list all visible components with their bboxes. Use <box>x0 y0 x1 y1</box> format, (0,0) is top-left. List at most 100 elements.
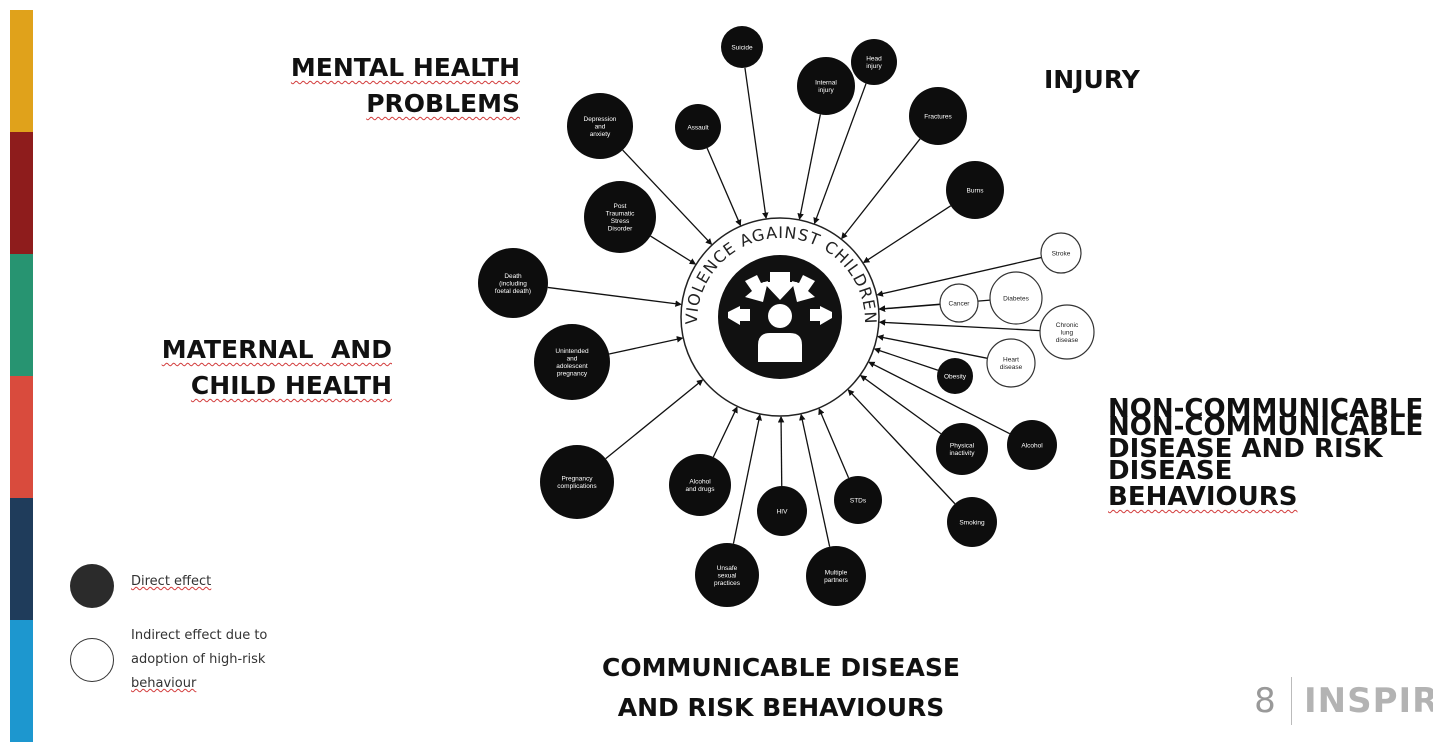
connector-lines <box>547 67 1042 547</box>
direct-effect-circle <box>757 486 807 536</box>
connector-smoking <box>847 389 956 505</box>
node-label: Assault <box>687 124 709 131</box>
direct-effect-circle <box>567 93 633 159</box>
connector-stroke <box>876 256 1042 297</box>
stripe-segment <box>10 620 33 742</box>
heading-mental-health: MENTAL HEALTH PROBLEMS <box>250 50 520 122</box>
heading-maternal-child-health: MATERNAL AND CHILD HEALTH <box>130 332 392 404</box>
direct-effect-circle <box>721 26 763 68</box>
heading-line: NON-COMMUNICABLE <box>1108 412 1424 442</box>
direct-effect-circle <box>584 181 656 253</box>
connector-obesity <box>873 347 939 371</box>
color-stripe <box>10 10 33 742</box>
heading-line: PROBLEMS <box>366 89 520 118</box>
heading-line: MATERNAL AND <box>161 335 392 364</box>
heading-line: INJURY <box>1044 65 1140 94</box>
connector-alcohol <box>868 361 1011 435</box>
connector-chronic-lung-disease <box>878 319 1041 332</box>
direct-effect-circle <box>675 104 721 150</box>
connector-unsafe-sexual-practices <box>732 413 762 544</box>
node-stds: STDs <box>834 476 882 524</box>
node-label: Burns <box>967 187 985 194</box>
connector-ptsd <box>650 235 697 265</box>
direct-effect-circle <box>797 57 855 115</box>
legend-indirect-line: behaviour <box>131 676 197 691</box>
footer-divider <box>1291 677 1292 725</box>
heading-injury: INJURY <box>1044 62 1140 98</box>
heading-line: BEHAVIOURS <box>1108 482 1298 512</box>
connector-stds <box>818 407 850 479</box>
connector-alcohol-and-drugs <box>712 406 738 458</box>
legend: Direct effect Indirect effect due to ado… <box>70 560 330 700</box>
heading-line: DISEASE AND RISK <box>1108 434 1383 464</box>
legend-indirect-line: Indirect effect due to <box>131 628 268 643</box>
stripe-segment <box>10 10 33 132</box>
direct-effect-circle <box>669 454 731 516</box>
legend-indirect-line: adoption of high-risk <box>131 652 266 667</box>
page-number: 8 <box>1254 681 1276 721</box>
node-suicide: Suicide <box>721 26 763 68</box>
connector-death <box>547 286 682 307</box>
indirect-effect-circle <box>1040 232 1082 274</box>
node-alcohol: Alcohol <box>1007 420 1057 470</box>
heading-communicable: COMMUNICABLE DISEASE AND RISK BEHAVIOURS <box>596 648 966 728</box>
stripe-segment <box>10 254 33 376</box>
connector-head-injury <box>813 83 867 225</box>
connector-assault <box>706 147 742 227</box>
node-hiv: HIV <box>757 486 807 536</box>
heading-non-communicable: NON-COMMUNICABLE NON-COMMUNICABLE DISEAS… <box>1108 394 1424 512</box>
connector-suicide <box>744 67 769 220</box>
node-label: Smoking <box>959 519 985 526</box>
heading-line: AND RISK BEHAVIOURS <box>617 693 945 722</box>
connector-depression <box>622 149 713 246</box>
direct-effect-circle <box>937 358 973 394</box>
node-label: Fractures <box>924 113 952 120</box>
legend-direct-label: Direct effect <box>131 574 212 589</box>
connector-heart-disease <box>877 334 988 359</box>
stripe-segment <box>10 376 33 498</box>
heading-line: CHILD HEALTH <box>190 371 392 400</box>
direct-effect-circle <box>695 543 759 607</box>
node-stroke: Stroke <box>1040 232 1082 274</box>
direct-effect-dot-icon <box>70 564 114 608</box>
footer: 8 INSPIR <box>1245 676 1433 726</box>
indirect-effect-circle <box>989 271 1043 325</box>
direct-effect-circle <box>478 248 548 318</box>
connector-multiple-partners <box>799 413 831 547</box>
connector-unintended-pregnancy <box>609 336 684 355</box>
node-label: Suicide <box>731 44 753 51</box>
stripe-segment <box>10 498 33 620</box>
node-obesity: Obesity <box>937 358 973 394</box>
connector-pregnancy-complications <box>605 379 704 460</box>
node-label: Alcohol <box>1021 442 1043 449</box>
direct-effect-circle <box>946 161 1004 219</box>
node-label: HIV <box>777 508 789 515</box>
heading-line: MENTAL HEALTH <box>290 53 520 82</box>
direct-effect-circle <box>540 445 614 519</box>
indirect-effect-circle <box>986 338 1036 388</box>
node-burns: Burns <box>946 161 1004 219</box>
node-diabetes: Diabetes <box>989 271 1043 325</box>
node-assault: Assault <box>675 104 721 150</box>
heading-line: NON-COMMUNICABLE <box>1108 394 1424 424</box>
node-cancer: Cancer <box>939 283 979 323</box>
